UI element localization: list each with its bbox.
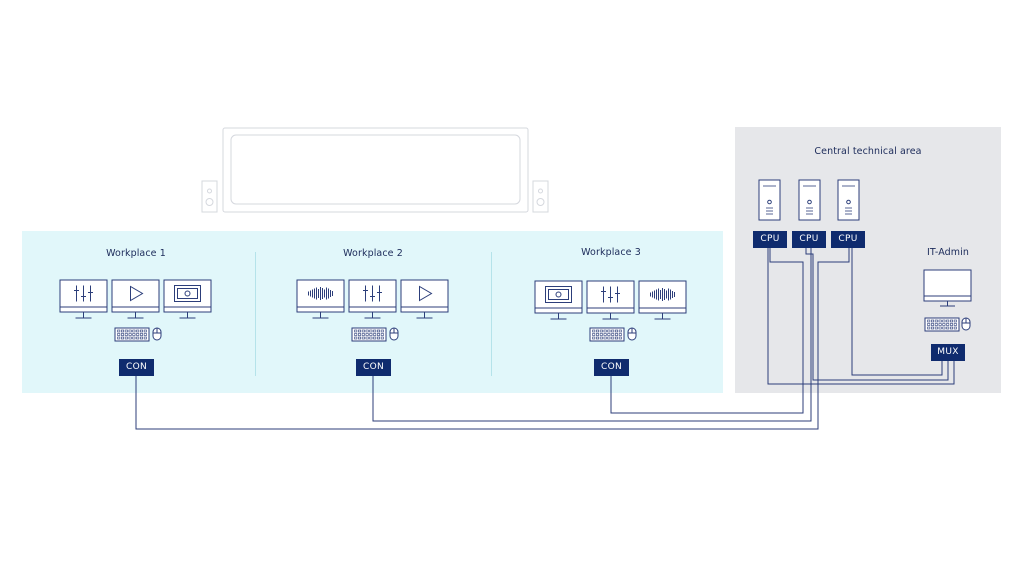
workplace-2-title: Workplace 2 [343,248,403,259]
monitor [348,279,397,319]
cable-con1 [135,248,850,430]
keyboard-icon [114,327,150,342]
monitor [163,279,212,319]
waveform-icon [308,287,333,300]
video-wall [222,127,529,213]
speaker-icon [201,180,218,213]
workplace-1-title: Workplace 1 [106,248,166,259]
monitor [586,280,635,320]
mouse-icon [961,317,971,331]
cable-con3 [610,248,804,414]
video-window-icon [174,285,201,302]
cable-con2 [372,248,812,422]
mux-node[interactable]: MUX [931,344,965,361]
admin-monitor [923,269,972,307]
monitor [111,279,160,319]
sliders-icon [363,285,382,302]
sliders-icon [601,286,620,303]
monitor [296,279,345,319]
cable-cpu2-mux [805,248,949,381]
keyboard-icon [589,327,625,342]
cable-cpu3-mux [851,248,943,376]
monitor [534,280,583,320]
mouse-icon [152,327,162,341]
con-node-2[interactable]: CON [356,359,391,376]
cpu-node-2[interactable]: CPU [792,231,826,248]
con-node-3[interactable]: CON [594,359,629,376]
sliders-icon [74,285,93,302]
mouse-icon [389,327,399,341]
waveform-icon [650,288,675,301]
cable-cpu1-mux [767,248,955,385]
keyboard-icon [351,327,387,342]
cables [135,248,955,430]
speaker-icon [532,180,549,213]
video-window-icon [545,286,572,303]
mouse-icon [627,327,637,341]
it-admin-title: IT-Admin [926,247,970,258]
cpu-node-1[interactable]: CPU [753,231,787,248]
central-area-title: Central technical area [814,146,922,157]
play-icon [130,285,144,302]
keyboard-icon [924,317,960,332]
monitor [638,280,687,320]
con-node-1[interactable]: CON [119,359,154,376]
server-tower-icon [837,179,860,221]
monitor [59,279,108,319]
cpu-node-3[interactable]: CPU [831,231,865,248]
workplace-divider [255,252,256,376]
server-tower-icon [798,179,821,221]
play-icon [419,285,433,302]
workplace-divider [491,252,492,376]
server-tower-icon [758,179,781,221]
monitor [400,279,449,319]
workplace-3-title: Workplace 3 [581,247,641,258]
